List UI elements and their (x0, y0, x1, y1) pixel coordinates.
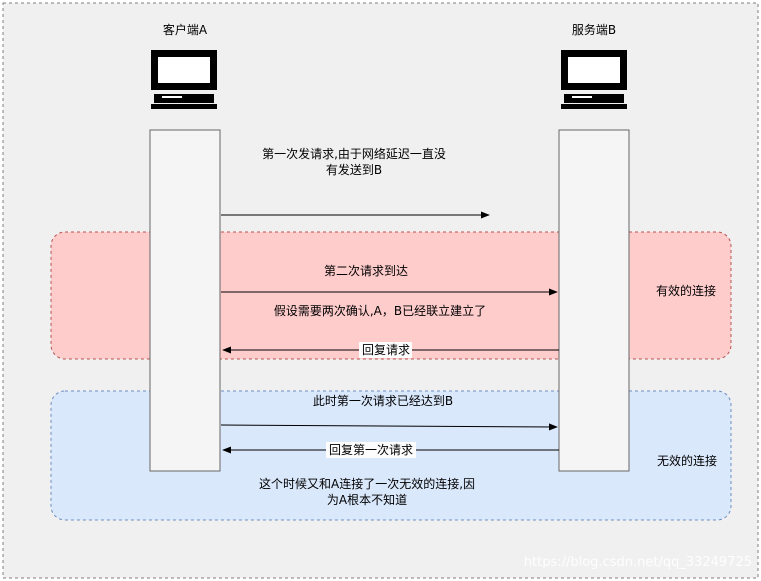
watermark-text: https://blog.csdn.net/qq_33249725 (524, 555, 752, 570)
client-monitor-icon (151, 50, 217, 109)
first-arrives-label: 此时第一次请求已经达到B (313, 394, 453, 408)
reply-label: 回复请求 (362, 343, 410, 357)
first-request-label-line2: 有发送到B (326, 162, 382, 177)
first-arrives-arrow (220, 423, 558, 431)
second-request-label: 第二次请求到达 (324, 264, 408, 278)
client-lifeline (149, 129, 221, 472)
valid-connection-label: 有效的连接 (656, 283, 716, 298)
client-label: 客户端A (163, 22, 208, 37)
explanation-line2: 为A根本不知道 (327, 493, 407, 507)
server-lifeline (558, 129, 630, 472)
invalid-connection-label: 无效的连接 (657, 453, 717, 468)
reply-label-background (359, 342, 412, 358)
assumption-label: 假设需要两次确认,A，B已经联立建立了 (274, 303, 486, 318)
server-monitor-icon (561, 50, 627, 109)
first-request-label-line1: 第一次发请求,由于网络延迟一直没 (262, 146, 446, 161)
reply-first-label-background (326, 442, 416, 458)
reply-first-label: 回复第一次请求 (329, 443, 413, 457)
server-label: 服务端B (572, 22, 616, 37)
explanation-line1: 这个时候又和A连接了一次无效的连接,因 (259, 476, 475, 491)
